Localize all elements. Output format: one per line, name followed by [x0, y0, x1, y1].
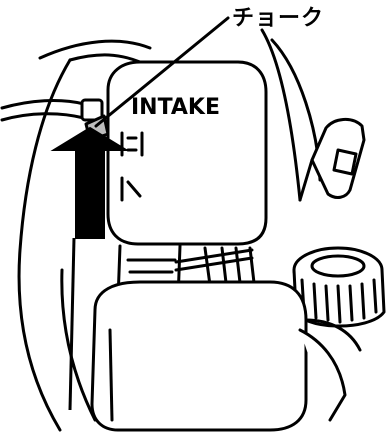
intake-label: INTAKE — [131, 97, 220, 119]
lever-notch — [334, 150, 356, 174]
choke-callout-label: チョーク — [232, 8, 324, 30]
fuel-line-upper — [2, 101, 84, 108]
engine-housing-inner — [62, 270, 95, 420]
arrow-shaft-line — [70, 238, 74, 410]
air-cleaner-cover — [108, 62, 266, 244]
fuel-tank-seam — [110, 330, 112, 420]
lever-arm — [300, 160, 312, 200]
crossbar — [176, 250, 252, 270]
engine-top-curve-2 — [70, 55, 140, 62]
engine-right-edge — [262, 30, 300, 200]
fuel-tank — [92, 282, 306, 430]
